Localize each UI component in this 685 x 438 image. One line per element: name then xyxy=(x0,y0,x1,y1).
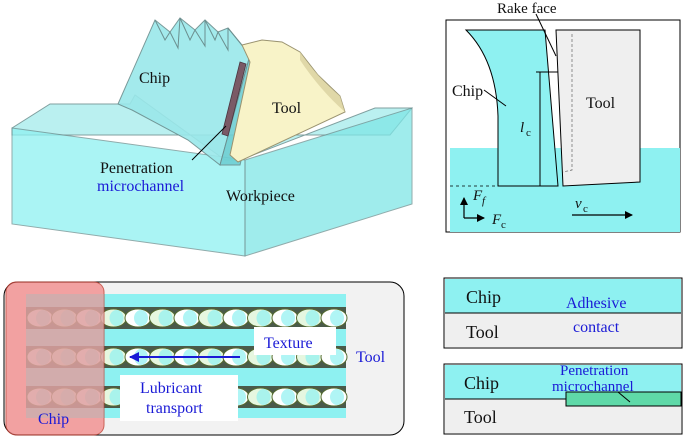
texture-dimple-fill xyxy=(134,310,148,326)
panel-penetration: Chip Tool Penetration microchannel xyxy=(443,363,683,435)
rake-face-label: Rake face xyxy=(497,1,557,17)
texture-dimple-fill xyxy=(256,310,271,326)
texture-dimple-fill xyxy=(232,310,246,326)
texture-dimple-fill xyxy=(183,310,197,326)
tool-wear-dashed xyxy=(562,34,573,173)
penetration-label-line2: microchannel xyxy=(552,379,634,395)
workpiece-right-face xyxy=(244,107,413,257)
chip-2d xyxy=(464,29,559,187)
workpiece-label-3d: Workpiece xyxy=(226,188,295,205)
chip-label-3d: Chip xyxy=(139,70,170,87)
texture-label: Texture xyxy=(264,335,313,352)
texture-dimple-fill xyxy=(281,389,295,405)
lubricant-label-line2: transport xyxy=(146,400,203,417)
penetration-label-line1: Penetration xyxy=(560,363,629,379)
rake-face-leader xyxy=(535,13,557,57)
texture-dimple-fill xyxy=(158,310,173,326)
texture-label-bg xyxy=(254,327,336,355)
panel-2d-cutting: Rake face Chip Tool l c F f F c v c xyxy=(445,1,681,233)
force-f-symbol: F xyxy=(472,188,483,204)
tool-label-2d: Tool xyxy=(586,95,616,112)
panel-adhesive: Chip Tool Adhesive contact xyxy=(443,277,683,349)
penetration-microchannel-bar xyxy=(221,61,247,137)
force-c-symbol: F xyxy=(491,212,502,228)
chip-label-texture: Chip xyxy=(38,411,69,428)
tool-shading xyxy=(300,52,345,112)
panel-3d-cutting: Chip Tool Penetration microchannel Workp… xyxy=(11,17,414,257)
tool-label-3d: Tool xyxy=(272,100,302,117)
texture-dimple-fill xyxy=(109,310,124,326)
chip-leader-2d xyxy=(483,89,507,107)
contact-length-sub: c xyxy=(526,127,531,139)
contact-length-symbol: l xyxy=(520,120,524,136)
tool-label-texture: Tool xyxy=(356,349,386,366)
force-c-sub: c xyxy=(501,219,506,231)
chip-label-2d: Chip xyxy=(452,83,483,100)
tool-label-adhesive: Tool xyxy=(466,322,499,342)
penetration-leader-line xyxy=(191,125,227,161)
chip-overlay xyxy=(5,281,105,436)
lubricant-label-line1: Lubricant xyxy=(140,380,203,397)
chip-overlay-inner xyxy=(26,294,104,418)
chip-label-penetration: Chip xyxy=(464,373,499,393)
texture-dimple-fill xyxy=(330,389,344,405)
velocity-sub: c xyxy=(583,203,588,215)
penetration-leader-2 xyxy=(617,391,631,403)
force-f-sub: f xyxy=(482,195,487,207)
lubricant-label-bg xyxy=(120,375,238,421)
microchannel-label-3d: microchannel xyxy=(97,178,185,195)
adhesive-label-line2: contact xyxy=(573,319,620,336)
adhesive-label-line1: Adhesive xyxy=(566,295,626,312)
texture-dimple-fill xyxy=(281,310,295,326)
adhesive-chip-layer xyxy=(445,279,681,313)
texture-dimple-fill xyxy=(305,389,320,405)
penetration-label-3d: Penetration xyxy=(100,160,173,177)
chip-label-adhesive: Chip xyxy=(466,287,501,307)
texture-dimple-fill xyxy=(330,310,344,326)
penetration-frame xyxy=(443,363,683,435)
velocity-symbol: v xyxy=(575,196,582,212)
tool-label-penetration: Tool xyxy=(464,407,497,427)
adhesive-tool-layer xyxy=(445,313,681,347)
chip-serrations xyxy=(154,17,229,52)
adhesive-frame xyxy=(443,277,683,349)
texture-dimple-fill xyxy=(256,389,271,405)
panel-texture: Texture Tool Lubricant transport Chip xyxy=(3,281,405,436)
tool-2d xyxy=(555,29,641,187)
texture-dimple-fill xyxy=(109,349,124,365)
texture-dimple-fill xyxy=(207,310,222,326)
texture-dimple-fill xyxy=(305,310,320,326)
